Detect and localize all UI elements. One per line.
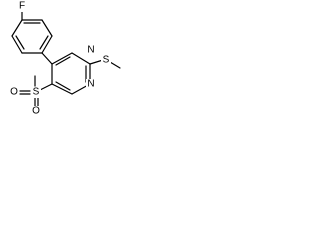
atom-label-n-upper: N: [87, 45, 94, 56]
bond-c-sme: [89, 59, 104, 65]
bond-py2: [71, 52, 91, 65]
atom-n-lower: N: [86, 79, 96, 90]
atom-s-sulfonyl: S: [31, 87, 41, 98]
bond-py5: [51, 83, 73, 95]
bond-ar2: [11, 35, 23, 54]
atom-f: F: [17, 1, 27, 12]
atom-o-bottom: O: [31, 106, 41, 117]
bond-s-me: [109, 61, 121, 69]
atom-label-s-sulfonyl: S: [33, 87, 40, 98]
bond-py1: [51, 52, 73, 65]
bond-ar4: [41, 35, 53, 54]
atom-o-left: O: [9, 87, 19, 98]
atom-label-o-bottom: O: [32, 106, 40, 117]
bond-ar5: [41, 19, 53, 37]
bond-ar1: [11, 19, 23, 37]
atom-label-o-left: O: [10, 87, 18, 98]
atom-n-upper: N: [86, 45, 96, 56]
atom-label-f: F: [19, 1, 25, 12]
molecule-diagram: F N N S S O O: [9, 1, 121, 117]
bond-py-double3: [55, 81, 71, 91]
atom-s-thio: S: [101, 55, 111, 66]
bond-biaryl: [41, 52, 53, 65]
bond-ar-double1: [15, 35, 25, 50]
pyrimidine-ring: [51, 52, 91, 95]
bond-py-double1: [55, 56, 71, 66]
atom-label-s-thio: S: [103, 55, 110, 66]
atom-label-n-lower: N: [87, 79, 94, 90]
structure-canvas: F N N S S O O: [0, 0, 122, 119]
fluorophenyl-ring: [11, 10, 53, 54]
bond-ar-double2: [39, 35, 49, 50]
bond-c-so2: [39, 83, 53, 91]
